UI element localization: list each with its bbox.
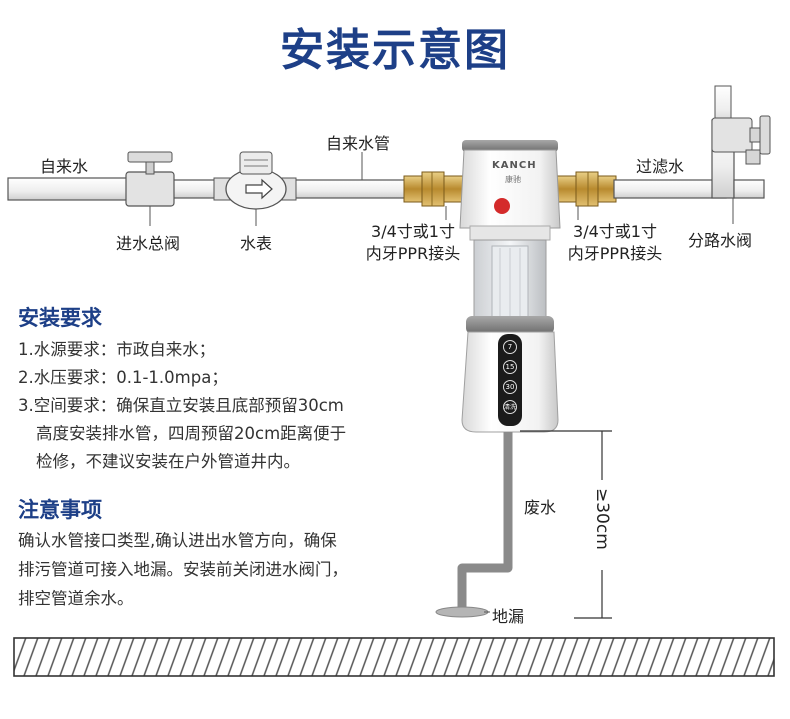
clearance-dimension: [520, 430, 612, 619]
requirement-line: 检修，不建议安装在户外管道井内。: [36, 452, 300, 471]
page-title: 安装示意图: [280, 25, 510, 76]
panel-button-clean[interactable]: 清洗: [503, 400, 517, 414]
filter-bowl: [466, 239, 554, 334]
note-line: 确认水管接口类型,确认进出水管方向，确保: [18, 531, 337, 550]
tap-water-in-label: 自来水: [40, 157, 89, 176]
main-valve-label: 进水总阀: [116, 234, 181, 253]
requirement-line: 1.水源要求：市政自来水；: [18, 340, 216, 359]
panel-button-15[interactable]: 15: [503, 360, 517, 374]
panel-button-30[interactable]: 30: [503, 380, 517, 394]
left-connector-label-2: 内牙PPR接头: [365, 244, 461, 263]
filtered-water-label: 过滤水: [636, 157, 685, 176]
requirement-line: 2.水压要求：0.1-1.0mpa；: [18, 368, 228, 387]
main-valve: [125, 151, 175, 226]
right-connector-label-2: 内牙PPR接头: [567, 244, 663, 263]
brand-logo: KANCH: [492, 160, 537, 171]
clearance-label: ≥30cm: [592, 488, 612, 550]
install-requirements-heading: 安装要求: [18, 306, 102, 330]
tap-water-pipe-label: 自来水管: [326, 134, 391, 153]
note-line: 排空管道余水。: [18, 589, 134, 608]
note-line: 排污管道可接入地漏。安装前关闭进水阀门，: [18, 560, 348, 579]
filter-head: [459, 140, 561, 241]
left-connector-label-1: 3/4寸或1寸: [371, 222, 455, 241]
right-brass-connector: [555, 171, 617, 220]
water-meter-label: 水表: [240, 234, 273, 253]
left-brass-connector: [403, 171, 465, 220]
floor-drain-label: 地漏: [492, 607, 525, 626]
brand-sub: 康驰: [505, 175, 521, 184]
waste-water-label: 废水: [524, 498, 557, 517]
requirement-line: 高度安装排水管，四周预留20cm距离便于: [36, 424, 347, 443]
water-meter: [213, 151, 297, 226]
right-connector-label-1: 3/4寸或1寸: [573, 222, 657, 241]
panel-button-7[interactable]: 7: [503, 340, 517, 354]
branch-valve: [711, 115, 771, 165]
drain-pipe: [435, 432, 513, 618]
notes-heading: 注意事项: [18, 498, 102, 522]
requirement-line: 3.空间要求：确保直立安装且底部预留30cm: [18, 396, 344, 415]
floor-hatch: [13, 637, 775, 677]
branch-valve-label: 分路水阀: [688, 231, 753, 250]
